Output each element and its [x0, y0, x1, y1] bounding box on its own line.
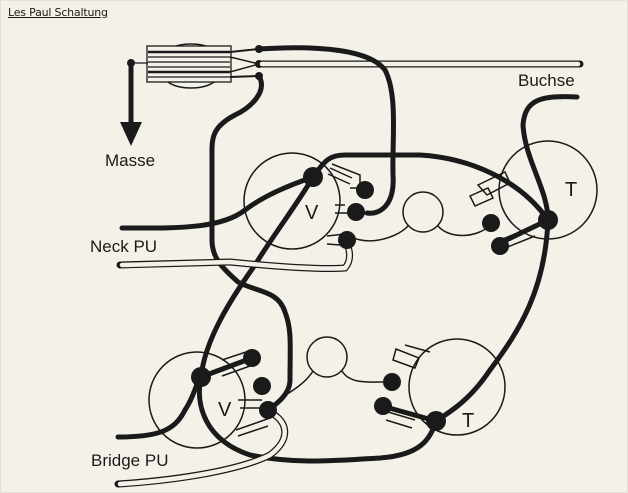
bridge-pickup-label: Bridge PU [91, 451, 168, 470]
bridge-tone-capacitor [306, 336, 348, 378]
bridge-ground-wire [196, 374, 439, 464]
bridge-tone-lugs [385, 344, 431, 429]
neck-tone-label: T [565, 179, 577, 201]
neck-pickup-hot-wire [119, 174, 316, 231]
diagram-title-link[interactable]: Les Paul Schaltung [8, 6, 108, 19]
switch-body-bottom [167, 81, 215, 89]
bridge-volume-label: V [218, 399, 232, 421]
ground-label: Masse [105, 151, 155, 170]
switch-to-bridge-volume-wire [209, 73, 293, 413]
neck-pickup-label: Neck PU [90, 237, 157, 256]
volume-ground-bus [310, 152, 551, 223]
toggle-switch [146, 43, 263, 89]
switch-to-neck-volume-wire [256, 45, 397, 216]
bridge-tone-label: T [462, 410, 474, 432]
neck-volume-label: V [305, 202, 319, 224]
solder-joints [191, 167, 558, 431]
jack-label: Buchse [518, 71, 575, 90]
neck-volume-lugs [326, 163, 361, 246]
neck-tone-capacitor [402, 191, 444, 233]
bridge-tone-pot [408, 338, 506, 436]
ground-arrow-icon [120, 59, 148, 146]
